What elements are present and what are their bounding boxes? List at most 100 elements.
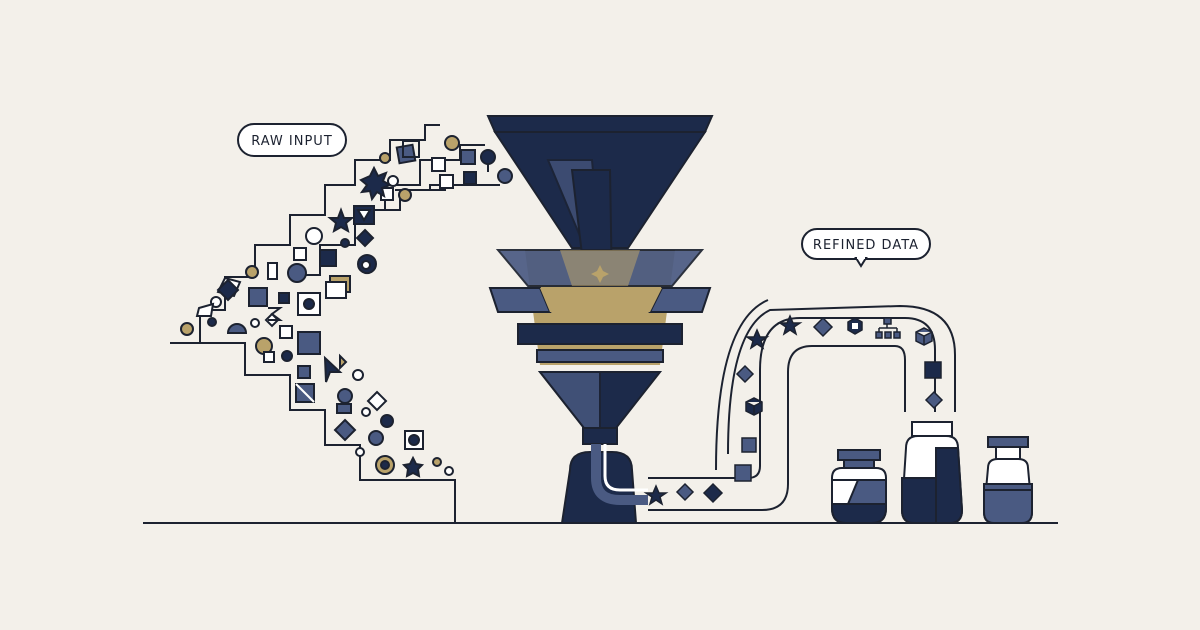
raw-shape	[195, 302, 215, 317]
funnel-tier-3	[517, 323, 683, 345]
raw-shape	[303, 298, 315, 310]
raw-shape	[361, 407, 371, 417]
raw-shape	[355, 447, 365, 457]
raw-shape	[340, 238, 350, 248]
hierarchy-icon	[875, 317, 901, 339]
raw-shape	[380, 460, 390, 470]
funnel-tier-4	[536, 349, 664, 363]
raw-shape	[268, 307, 283, 321]
output-jars	[831, 421, 1034, 524]
raw-shape	[402, 140, 420, 158]
jar-2	[900, 421, 964, 524]
raw-shape	[327, 207, 355, 234]
cube-icon	[745, 397, 763, 416]
square-item	[734, 464, 752, 482]
hexagon-icon-center	[852, 323, 858, 329]
raw-shape	[245, 265, 259, 279]
raw-shape	[180, 322, 194, 336]
raw-shape	[387, 175, 399, 187]
raw-shape	[278, 292, 290, 304]
conveyor-inner-rail	[715, 299, 769, 471]
raw-shape	[460, 149, 476, 165]
raw-shape	[323, 355, 343, 383]
raw-shape	[336, 403, 352, 414]
square-item	[924, 361, 942, 379]
filter-funnel	[486, 115, 714, 524]
star-icon	[744, 328, 770, 350]
star-icon	[643, 484, 669, 506]
raw-shape	[226, 323, 248, 334]
funnel-top-rim	[486, 115, 714, 133]
raw-shape	[352, 369, 364, 381]
raw-shape	[401, 455, 425, 478]
raw-input-label: RAW INPUT	[251, 134, 333, 149]
raw-shape	[463, 171, 477, 185]
raw-input-bubble	[237, 123, 347, 157]
diamond-icon	[735, 364, 755, 384]
conveyor-inner-edge	[648, 345, 906, 511]
raw-shape	[439, 174, 454, 189]
raw-shape	[281, 350, 293, 362]
raw-shape	[408, 434, 420, 446]
raw-shape	[279, 325, 293, 339]
diamond-icon	[675, 482, 695, 502]
raw-shape	[337, 388, 353, 404]
raw-shape	[355, 228, 375, 248]
raw-shape	[339, 353, 348, 371]
raw-shape	[431, 157, 446, 172]
refined-data-callout: REFINED DATA	[801, 228, 931, 268]
raw-shape	[263, 351, 275, 363]
raw-shape	[267, 262, 278, 280]
diamond-icon	[702, 482, 724, 504]
funnel-plate-left	[488, 287, 552, 313]
refined-conveyor	[648, 299, 956, 511]
raw-shape	[297, 365, 311, 379]
raw-shape	[293, 247, 307, 261]
raw-shape	[359, 165, 393, 202]
jar-3	[982, 436, 1034, 524]
diamond-icon	[924, 390, 944, 410]
raw-shape	[361, 260, 371, 270]
raw-shape	[356, 209, 372, 222]
raw-shape	[287, 263, 307, 283]
raw-shape	[248, 287, 268, 307]
raw-shape	[207, 317, 217, 327]
raw-shape	[333, 418, 357, 442]
refined-data-label: REFINED DATA	[813, 238, 919, 253]
staircase-upper-edge	[170, 124, 440, 344]
raw-shape	[398, 188, 412, 202]
raw-shape	[380, 414, 394, 428]
jar-1	[831, 449, 887, 524]
raw-shape	[379, 152, 391, 164]
raw-shape	[295, 383, 315, 403]
refined-items	[643, 314, 944, 506]
raw-shape	[480, 149, 496, 165]
refined-data-bubble-tail	[854, 257, 868, 268]
conveyor-outer-edge	[648, 317, 936, 479]
raw-shape	[216, 278, 240, 302]
raw-shape	[297, 331, 321, 355]
star-icon	[777, 314, 803, 336]
staircase-lower-edge	[210, 342, 456, 523]
raw-shape	[432, 457, 442, 467]
raw-shape	[319, 249, 337, 267]
square-item	[741, 437, 757, 453]
raw-shape	[444, 135, 460, 151]
raw-shapes	[180, 135, 513, 478]
funnel-lower-shade	[537, 371, 601, 429]
raw-shape	[497, 168, 513, 184]
refined-data-tail-mask	[857, 255, 865, 259]
raw-shape	[368, 430, 384, 446]
raw-input-callout: RAW INPUT	[237, 123, 347, 157]
conveyor-outer-rail	[727, 304, 956, 455]
diamond-icon	[812, 316, 834, 338]
funnel-tier-2	[540, 288, 662, 312]
output-pipe-highlight	[603, 444, 648, 492]
raw-shape	[250, 318, 260, 328]
raw-shape	[305, 227, 323, 245]
output-pipe	[591, 444, 648, 505]
raw-shape	[395, 143, 417, 165]
raw-shape	[366, 390, 388, 412]
